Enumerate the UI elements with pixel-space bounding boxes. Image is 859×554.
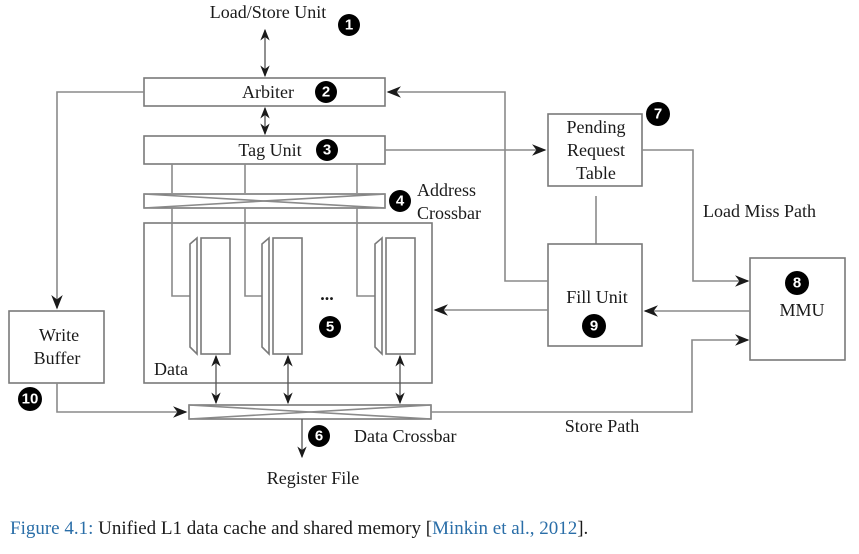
caption-text: Unified L1 data cache and shared memory … [93,518,433,539]
load-miss-path-label: Load Miss Path [703,201,816,221]
fill-unit-label: Fill Unit [566,287,628,307]
load-miss-path-link [642,149,750,287]
svg-text:7: 7 [654,106,662,123]
svg-text:4: 4 [396,193,405,210]
arbiter-box [143,77,386,107]
tag-unit-box [143,135,386,165]
load-store-unit-label: Load/Store Unit [210,2,326,22]
prt-label-2: Request [567,140,625,160]
write-buffer-label-2: Buffer [34,348,81,368]
arbiter-writebuffer-link [51,91,144,310]
store-path-link [431,334,750,413]
address-crossbar-label-1: Address [417,180,476,200]
writebuffer-xbar-link [56,383,188,418]
data-bank-3 [374,236,416,356]
store-path-label: Store Path [565,416,640,436]
badge-5: 5 [319,316,341,338]
badge-4: 4 [389,190,411,212]
svg-text:1: 1 [345,17,353,34]
svg-text:8: 8 [793,275,801,292]
prt-label-3: Table [576,163,616,183]
data-crossbar [188,404,432,420]
mmu-label: MMU [779,300,824,320]
badge-7: 7 [646,102,670,126]
badge-2: 2 [315,81,337,103]
badge-6: 6 [308,425,330,447]
write-buffer-box [8,310,105,384]
badge-1: 1 [338,14,360,36]
register-file-label: Register File [267,468,360,488]
svg-text:3: 3 [323,142,331,159]
caption-citation[interactable]: Minkin et al., 2012 [432,518,578,539]
fill-arbiter-link [386,86,548,282]
data-crossbar-label: Data Crossbar [354,426,456,446]
svg-text:9: 9 [590,318,598,335]
caption-suffix: ]. [577,518,589,539]
pending-request-table-box [547,113,643,187]
address-crossbar [143,193,386,209]
svg-text:2: 2 [322,84,330,101]
write-buffer-label-1: Write [39,325,79,345]
svg-text:5: 5 [326,319,334,336]
svg-text:10: 10 [22,391,39,408]
data-label: Data [154,359,188,379]
badge-3: 3 [316,139,338,161]
badge-9: 9 [582,314,606,338]
badge-8: 8 [785,271,809,295]
caption-prefix: Figure 4.1: [10,518,94,539]
svg-text:6: 6 [315,428,323,445]
data-bank-1 [189,236,231,356]
figure-caption: Figure 4.1: Unified L1 data cache and sh… [10,518,588,540]
data-bank-2 [261,236,303,356]
prt-label-1: Pending [566,117,625,137]
addr-line-3 [356,208,375,297]
arbiter-label: Arbiter [242,82,294,102]
tag-unit-label: Tag Unit [238,140,301,160]
addr-line-1 [171,208,190,297]
banks-ellipsis: ... [320,284,334,304]
addr-line-2 [244,208,262,297]
address-crossbar-label-2: Crossbar [417,203,481,223]
badge-10: 10 [18,387,42,411]
